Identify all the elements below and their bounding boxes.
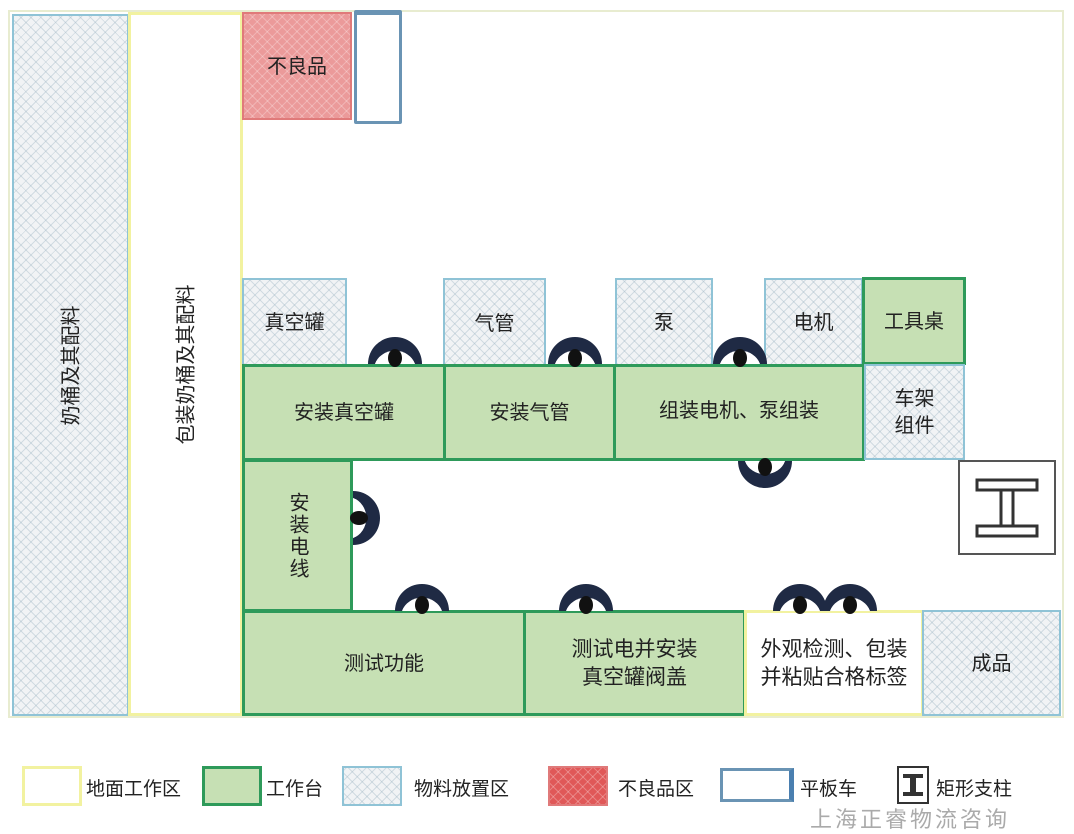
legend-swatch-flatcar: [720, 768, 794, 802]
zone-label: 组装电机、泵组装: [659, 398, 819, 422]
zone-milk-buckets: 奶桶及其配料: [12, 14, 129, 716]
zone-label: 测试功能: [344, 650, 424, 675]
operators-layer: [350, 337, 877, 614]
legend-label-pillar: 矩形支柱: [936, 778, 1013, 800]
pillar-i-beam-icon: [975, 478, 1039, 537]
pillar-i-beam-icon: [903, 774, 923, 796]
operator-icon: [368, 337, 422, 367]
zone-label: 不良品: [267, 53, 327, 78]
zone-label: 测试电并安装: [571, 636, 698, 661]
material-motor: 电机: [764, 278, 863, 366]
legend-swatch-defective: [548, 766, 608, 806]
operator-icon: [559, 584, 613, 614]
material-pump: 泵: [615, 278, 713, 366]
material-air-pipe: 气管: [443, 278, 546, 366]
material-frame-assembly: 车架组件: [864, 364, 965, 460]
bench-install-vacuum-tank: 安装真空罐: [242, 364, 446, 461]
bench-test-electric: 测试电并安装 真空罐阀盖: [523, 610, 746, 716]
operator-icon: [350, 491, 380, 545]
zone-label: 气管: [474, 311, 515, 335]
operator-icon: [823, 584, 877, 614]
legend-label-flatcar: 平板车: [800, 778, 858, 800]
zone-label: 安装电线: [286, 491, 310, 580]
zone-inspection-packing: 外观检测、包装 并粘贴合格标签: [744, 610, 924, 716]
zone-label: 安装真空罐: [294, 400, 394, 424]
legend-swatch-pillar: [897, 766, 929, 804]
material-finished-goods: 成品: [922, 610, 1061, 716]
legend-swatch-workbench: [202, 766, 262, 806]
flatcar: [354, 10, 402, 124]
zone-label: 真空罐: [264, 309, 325, 334]
zone-label: 安装气管: [489, 400, 570, 424]
zone-label: 外观检测、包装: [760, 636, 908, 661]
zone-label: 电机: [793, 309, 834, 334]
material-vacuum-tank: 真空罐: [242, 278, 347, 366]
zone-label: 车架组件: [894, 386, 935, 437]
bench-install-air-pipe: 安装气管: [443, 364, 616, 461]
bench-test-function: 测试功能: [242, 610, 526, 716]
zone-defective: 不良品: [242, 12, 352, 120]
zone-label: 成品: [971, 650, 1012, 675]
operator-icon: [395, 584, 449, 614]
zone-label: 并粘贴合格标签: [760, 665, 908, 689]
watermark: 上海正睿物流咨询: [810, 808, 1011, 833]
operator-icon: [738, 458, 792, 488]
legend-swatch-material: [342, 766, 402, 806]
tool-table: 工具桌: [862, 277, 966, 365]
legend-swatch-ground: [22, 766, 82, 806]
legend-label-ground: 地面工作区: [86, 778, 182, 800]
floor-boundary: [8, 10, 1064, 718]
operator-icon: [548, 337, 602, 367]
legend-label-workbench: 工作台: [266, 778, 324, 800]
zone-packed-milk-buckets: 包装奶桶及其配料: [128, 12, 243, 716]
rectangular-pillar: [958, 460, 1056, 555]
zone-label: 工具桌: [884, 309, 944, 333]
zone-label: 泵: [654, 309, 674, 334]
operator-icon: [773, 584, 827, 614]
zone-label: 真空罐阀盖: [582, 665, 687, 689]
legend-label-defective: 不良品区: [618, 778, 695, 800]
bench-install-wires: 安装电线: [242, 459, 353, 612]
legend-label-material: 物料放置区: [414, 778, 510, 800]
operator-icon: [713, 337, 767, 367]
